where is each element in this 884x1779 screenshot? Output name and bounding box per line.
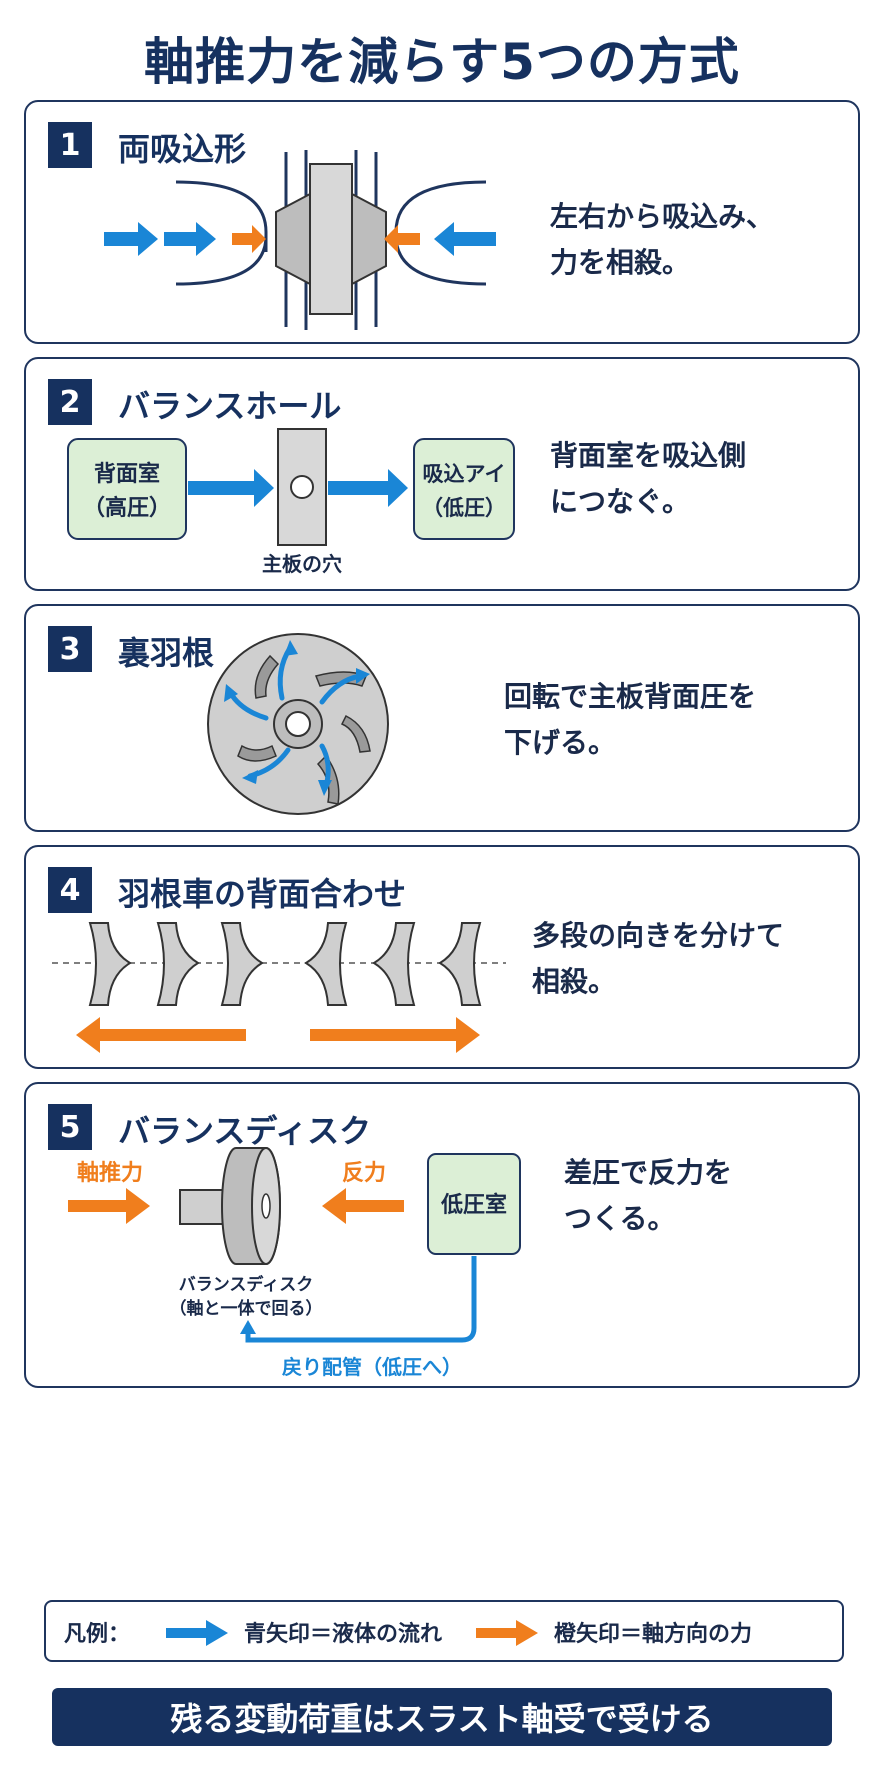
- suction-eye-pressure: （低圧）: [422, 496, 506, 520]
- panel-number: 1: [48, 122, 92, 168]
- panel-number: 3: [48, 626, 92, 672]
- orange-arrow-icon: [232, 225, 420, 253]
- back-chamber-box: [67, 438, 187, 540]
- reaction-label: 反力: [342, 1161, 386, 1186]
- orange-arrow-icon: [476, 1620, 538, 1646]
- back-to-back-diagram: [52, 922, 506, 1053]
- suction-eye-label: 吸込アイ: [423, 462, 506, 486]
- low-pressure-chamber: [427, 1153, 521, 1255]
- panel-title: 羽根車の背面合わせ: [118, 875, 407, 913]
- balance-hole-diagram: 背面室 （高圧） 吸込アイ （低圧） 主板の穴: [67, 428, 515, 576]
- thrust-label: 軸推力: [77, 1160, 143, 1186]
- impeller-stage-right: [304, 922, 482, 1006]
- panel-description: 背面室を吸込側 につなぐ。: [550, 439, 747, 518]
- panel-title: バランスホール: [118, 387, 342, 425]
- panel-description: 回転で主板背面圧を 下げる。: [504, 680, 757, 759]
- panel-back-vanes: 3 裏羽根: [24, 604, 860, 832]
- panel-title: 裏羽根: [118, 634, 215, 672]
- back-chamber-pressure: （高圧）: [83, 495, 171, 521]
- impeller-blade-right: [351, 192, 387, 286]
- double-suction-diagram: [104, 150, 496, 330]
- blue-arrow-icon: [328, 469, 408, 507]
- panel-title: 両吸込形: [118, 130, 247, 168]
- blue-arrow-icon: [188, 469, 274, 507]
- legend: 凡例： 青矢印＝液体の流れ 橙矢印＝軸方向の力: [44, 1600, 844, 1662]
- impeller-blade-left: [275, 192, 311, 286]
- legend-blue-text: 青矢印＝液体の流れ: [244, 1622, 443, 1647]
- panel-description: 多段の向きを分けて 相殺。: [532, 919, 785, 998]
- panel-description: 左右から吸込み、 力を相殺。: [550, 200, 775, 279]
- impeller-stage-left: [88, 922, 264, 1006]
- orange-arrow-icon: [76, 1017, 246, 1053]
- blue-arrow-icon: [240, 1320, 256, 1334]
- panel-description: 差圧で反力を つくる。: [564, 1156, 733, 1235]
- panel-number: 4: [48, 867, 92, 913]
- page-title: 軸推力を減らす5つの方式: [144, 33, 740, 91]
- balance-disk-diagram: 軸推力 反力 バランスディスク （軸と一体で回る） 低圧室 戻り配管（低圧へ）: [68, 1147, 521, 1379]
- panel-number: 5: [48, 1104, 92, 1150]
- orange-arrow-icon: [322, 1188, 404, 1224]
- blue-arrow-icon: [166, 1620, 228, 1646]
- panel-balance-hole: 2 バランスホール 背面室 （高圧） 吸込アイ （低圧） 主板の穴 背面室を吸込…: [24, 357, 860, 591]
- back-chamber-label: 背面室: [94, 461, 160, 487]
- orange-arrow-icon: [68, 1188, 150, 1224]
- return-pipe-label: 戻り配管（低圧へ）: [282, 1355, 462, 1379]
- disk-label: バランスディスク: [179, 1274, 313, 1295]
- plate-hole-label: 主板の穴: [262, 552, 342, 576]
- balance-hole: [290, 475, 314, 499]
- legend-prefix: 凡例：: [64, 1622, 131, 1647]
- panel-title: バランスディスク: [118, 1112, 372, 1150]
- disk-sublabel: （軸と一体で回る）: [170, 1298, 323, 1319]
- panel-back-to-back: 4 羽根車の背面合わせ 多段の向きを分けて 相殺。: [24, 845, 860, 1069]
- panel-balance-disk: 5 バランスディスク 軸推力 反力 バランスディスク （軸と一体で回る） 低圧室…: [24, 1082, 860, 1388]
- back-vanes-diagram: [207, 633, 389, 815]
- blue-arrow-icon: [104, 222, 496, 256]
- orange-arrow-icon: [310, 1017, 480, 1053]
- impeller-core: [309, 163, 353, 315]
- return-pipe: [245, 1256, 477, 1343]
- suction-eye-box: [413, 438, 515, 540]
- chamber-label: 低圧室: [440, 1192, 507, 1218]
- legend-orange-text: 橙矢印＝軸方向の力: [554, 1622, 753, 1647]
- panel-number: 2: [48, 379, 92, 425]
- panel-double-suction: 1 両吸込形 左右から吸込み、: [24, 100, 860, 344]
- bottom-banner: 残る変動荷重はスラスト軸受で受ける: [52, 1688, 832, 1746]
